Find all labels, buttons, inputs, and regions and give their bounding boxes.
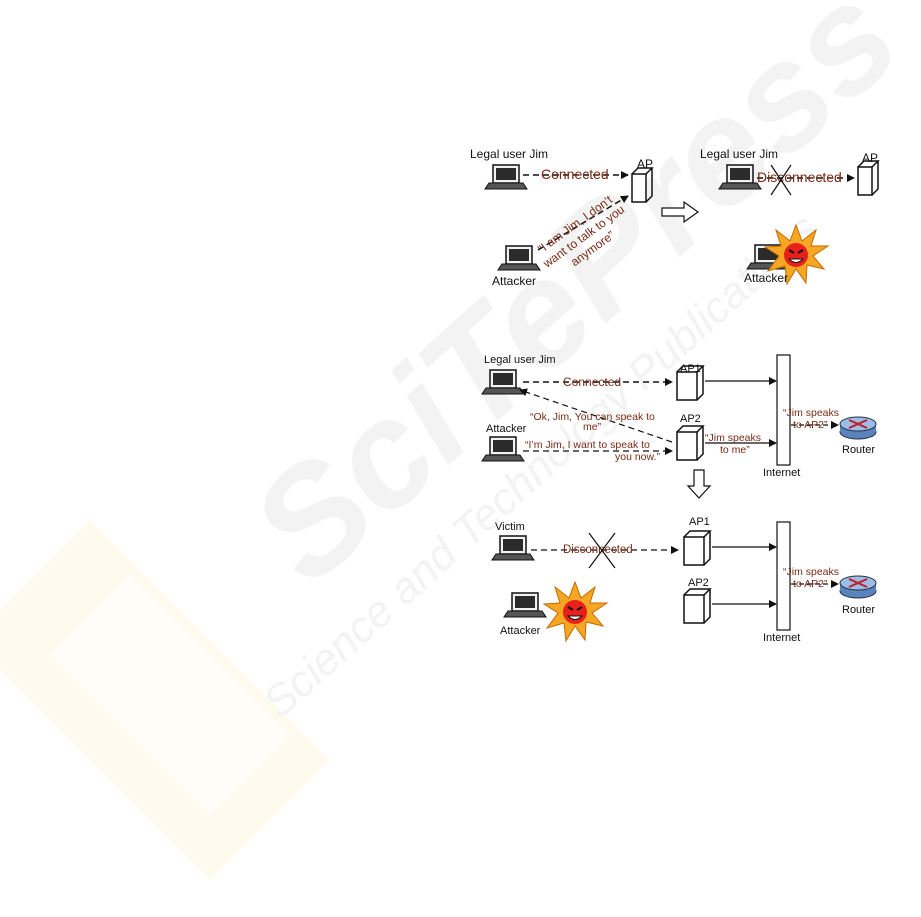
fig2-after: Victim Disconnected AP1 AP2 Attacker Int… [491,516,877,644]
fig2-before-attacker-label: Attacker [486,423,527,435]
fig2-ap2-msg-line-2: to me” [720,444,750,456]
fig2-ap2-msg-line-1: “Jim speaks [705,432,761,444]
fig2-transition-arrow-icon [686,469,712,499]
fig1-before-user-laptop-icon [484,164,528,190]
fig2-after-internet-msg-line-1: “Jim speaks [783,566,839,578]
fig2-reply-line-1: “Ok, Jim, You can speak to [530,411,655,423]
fig2-request-line-2: you now.” [615,451,660,463]
fig2-after-router-label: Router [842,604,875,616]
fig2-after-ap2-label: AP2 [688,577,709,589]
fig1-before-link-label: Connected [541,166,609,182]
fig2-after-victim-laptop-icon [491,535,535,561]
fig2-after-attacker-laptop-icon [503,592,547,618]
fig2-before-user-label: Legal user Jim [484,354,556,366]
fig1-before-user-label: Legal user Jim [470,147,548,161]
fig2-after-ap1-label: AP1 [689,516,710,528]
fig2-before-ap2-icon [676,425,705,461]
fig2-after-internet-bar [776,521,791,631]
fig1-after: Legal user Jim Disconnected AP Attacker [700,147,880,285]
fig2-after-ap2-icon [683,588,712,624]
fig1-after-link-label: Disconnected [757,169,842,185]
fig1-after-cross-icon [770,164,792,196]
fig1-after-ap-icon [857,160,880,196]
fig2-before-link-label: Connected [563,375,621,389]
fig2-after-victim-label: Victim [495,521,525,533]
fig2-before-internet-msg-line-2: to AP2” [793,419,828,431]
fig1-before-ap-icon [631,167,654,203]
fig1-after-user-label: Legal user Jim [700,147,778,161]
watermark-title: SciTePress [219,0,921,614]
fig2-before-ap1-icon [676,365,705,401]
fig2-after-link-label: Disconnected [563,544,633,556]
fig2-before-internet-label: Internet [763,467,800,479]
fig2-before-internet-bar [776,354,791,466]
fig1-transition-arrow-icon [661,200,700,224]
fig2-after-ap1-icon [683,530,712,566]
fig2-before: Legal user Jim Connected AP1 AP2 “Jim sp… [481,354,877,479]
fig2-after-router-icon [839,575,877,599]
fig2-after-internet-msg-line-2: to AP2” [793,578,828,590]
fig2-before-router-label: Router [842,444,875,456]
fig1-after-attacker-label: Attacker [744,271,788,285]
fig2-after-attacker-label: Attacker [500,625,541,637]
fig2-before-internet-msg-line-1: “Jim speaks [783,407,839,419]
fig2-reply-line-2: me” [583,421,602,433]
fig2-request-line-1: “I’m Jim, I want to speak to [525,439,650,451]
fig1-before-attacker-label: Attacker [492,274,536,288]
fig2-after-angry-explosion-icon [543,581,608,642]
fig2-after-cross-icon [588,532,616,569]
fig2-after-internet-label: Internet [763,632,800,644]
fig2-before-router-icon [839,416,877,440]
fig2-before-ap2-label: AP2 [680,413,701,425]
